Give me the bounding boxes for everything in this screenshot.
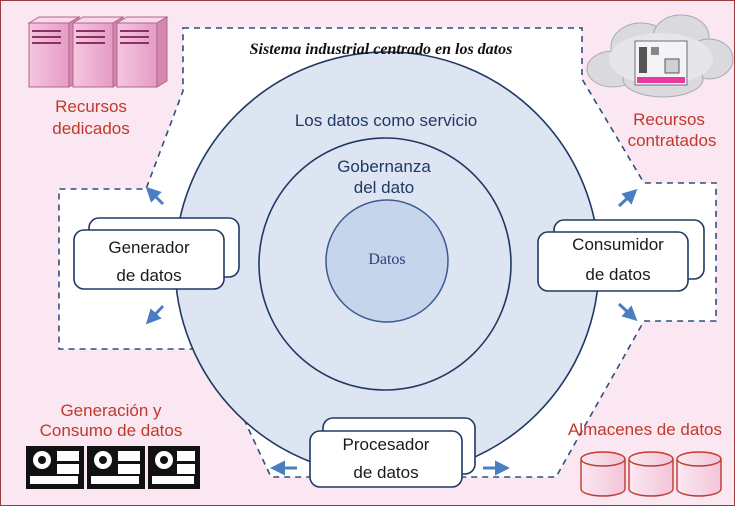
generation-consumption-label-2: Consumo de datos [39, 421, 183, 440]
ring-data-core [325, 199, 449, 323]
consumer-label-2: de datos [585, 265, 651, 284]
ring-outer-label: Los datos como servicio [294, 111, 478, 130]
industrial-device-icon [26, 446, 200, 489]
database-icon [580, 451, 722, 497]
processor-box [309, 417, 476, 488]
arrow-up-right [617, 188, 638, 208]
arrow-down-left [145, 304, 165, 325]
generator-box [73, 217, 240, 290]
consumer-label-1: Consumidor [572, 235, 664, 254]
processor-label-2: de datos [353, 463, 419, 482]
diagram-title: Sistema industrial centrado en los datos [249, 41, 513, 58]
dedicated-resources-label-2: dedicados [52, 119, 130, 138]
dedicated-resources-label-1: Recursos [55, 97, 127, 116]
ring-core-label: Datos [368, 251, 406, 268]
server-rack-icon [27, 16, 169, 88]
contracted-resources-label-1: Recursos [633, 110, 705, 129]
cloud-server-icon [586, 14, 734, 98]
data-stores-label: Almacenes de datos [567, 420, 723, 439]
contracted-resources-label-2: contratados [627, 131, 717, 150]
generator-label-2: de datos [116, 266, 182, 285]
processor-label-1: Procesador [342, 435, 430, 454]
ring-middle-label-2: del dato [353, 178, 415, 197]
arrow-up-left [145, 186, 165, 206]
generator-label-1: Generador [108, 238, 190, 257]
ring-middle-label-1: Gobernanza [337, 157, 431, 176]
consumer-box [537, 219, 705, 292]
generation-consumption-label-1: Generación y [60, 401, 162, 420]
arrow-down-right [617, 302, 638, 322]
